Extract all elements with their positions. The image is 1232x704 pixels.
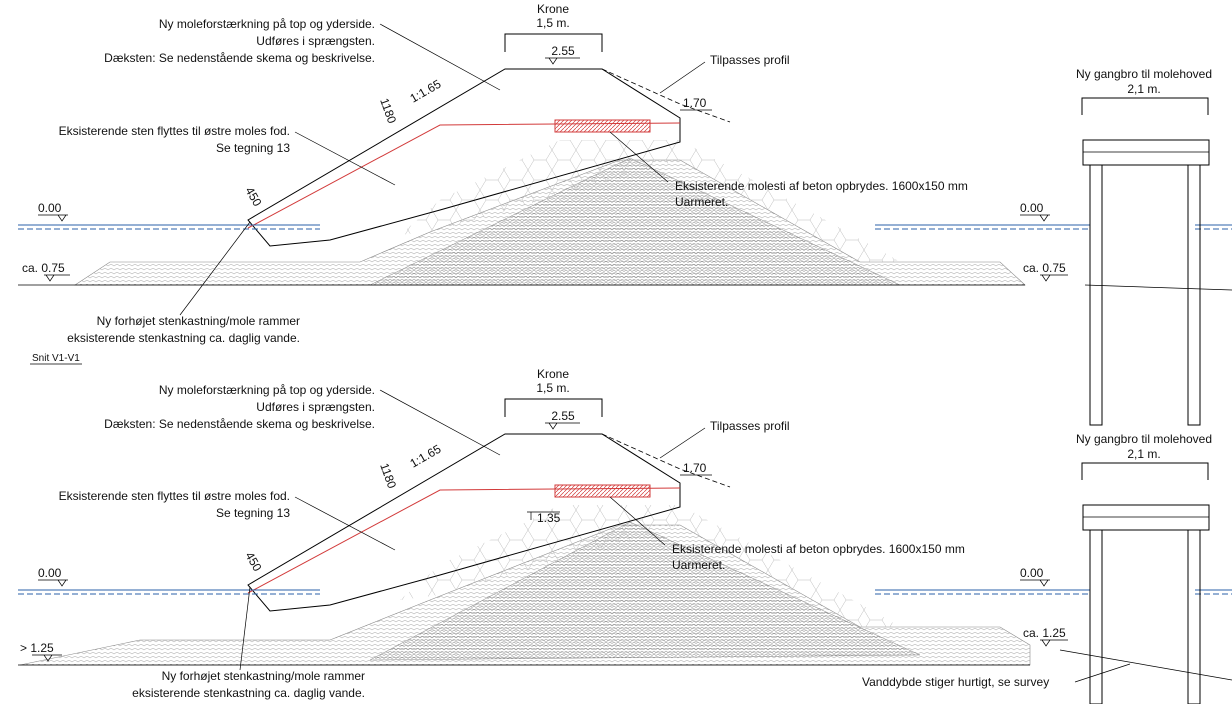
note-molesti-2-1: Eksisterende molesti af beton opbrydes. …	[672, 542, 965, 556]
note-reinforcement-2: Udføres i sprængsten.	[256, 34, 375, 48]
new-armour-stones	[247, 68, 681, 247]
note-new-revetment-1: Ny forhøjet stenkastning/mole rammer	[97, 314, 300, 328]
crest-width-2: 1,5 m.	[536, 381, 569, 395]
bridge-title-2: Ny gangbro til molehoved	[1076, 432, 1212, 446]
bridge-width-2: 2,1 m.	[1127, 447, 1160, 461]
level-right: 1.70	[683, 96, 707, 110]
note-reinforcement-2-3: Dæksten: Se nedenstående skema og beskri…	[104, 417, 375, 431]
slope-label: 1:1.65	[408, 77, 444, 106]
leader-move-stones	[294, 131, 396, 186]
leader-adjust	[659, 61, 706, 94]
note-move-stones-2-2: Se tegning 13	[216, 506, 290, 520]
bridge-dimension-1	[1081, 97, 1209, 115]
leader-reinforcement-2	[379, 389, 501, 456]
level-right-2: 1.70	[683, 461, 707, 475]
crest-width: 1,5 m.	[536, 16, 569, 30]
crest-dimension	[504, 33, 603, 52]
bridge-pile-left-1	[1089, 164, 1103, 426]
bridge-pile-right-1	[1187, 164, 1201, 426]
crest-dimension-2	[504, 398, 603, 417]
water-left: 0.00	[38, 201, 62, 215]
leader-molesti	[609, 131, 669, 183]
new-armour-stones-2	[247, 433, 681, 612]
seabed-right-marker-2	[1040, 639, 1068, 647]
molesti-hatch	[554, 119, 651, 133]
level-under-2: 1.35	[537, 511, 561, 525]
seabed-left-marker-2	[32, 654, 62, 662]
bridge-deck-1	[1082, 139, 1210, 166]
dim-1180: 1180	[377, 96, 399, 125]
note-reinforcement-2-1: Ny moleforstærkning på top og yderside.	[159, 383, 375, 397]
note-adjust-2: Tilpasses profil	[710, 419, 790, 433]
section-2: Krone 1,5 m. 2.55 Ny moleforstærkning på…	[18, 367, 1232, 704]
section-1: Krone 1,5 m. 2.55 Ny moleforstærkning på…	[18, 2, 1232, 426]
seabed-left-marker	[44, 274, 70, 282]
leader-new-revetment-2	[239, 586, 251, 671]
molesti-hatch-2	[554, 484, 651, 498]
leader-move-stones-2	[294, 496, 396, 551]
note-reinforcement-1: Ny moleforstærkning på top og yderside.	[159, 17, 375, 31]
leader-new-revetment	[179, 221, 251, 316]
leader-molesti-2	[609, 496, 666, 546]
note-move-stones-2-1: Eksisterende sten flyttes til østre mole…	[59, 489, 290, 503]
dim-450-2: 450	[242, 550, 264, 575]
crest-title-2: Krone	[537, 367, 569, 381]
existing-armour-fill-2	[400, 505, 900, 627]
section-label: Snit V1-V1	[32, 353, 80, 364]
adjust-profile-line	[601, 68, 731, 123]
seabed-line-right	[1084, 284, 1232, 291]
bridge-deck-2	[1082, 504, 1210, 531]
water-right-2: 0.00	[1020, 566, 1044, 580]
note-molesti-1: Eksisterende molesti af beton opbrydes. …	[675, 179, 968, 193]
water-right-marker	[1020, 214, 1050, 222]
existing-core-fill-2	[369, 521, 921, 661]
top-level: 2.55	[551, 44, 575, 58]
note-new-revetment-2-1: Ny forhøjet stenkastning/mole rammer	[162, 669, 365, 683]
note-move-stones-1: Eksisterende sten flyttes til østre mole…	[59, 124, 290, 138]
note-new-revetment-2: eksisterende stenkastning ca. daglig van…	[67, 331, 300, 345]
top-level-2: 2.55	[551, 409, 575, 423]
bridge-dimension-2	[1081, 462, 1209, 480]
water-right: 0.00	[1020, 201, 1044, 215]
seabed-right-marker	[1040, 274, 1068, 282]
bridge-pile-right-2	[1187, 529, 1201, 704]
note-reinforcement-3: Dæksten: Se nedenstående skema og beskri…	[104, 51, 375, 65]
level-under-marker-2	[527, 511, 560, 520]
water-left-2: 0.00	[38, 566, 62, 580]
bridge-width-1: 2,1 m.	[1127, 82, 1160, 96]
water-right-marker-2	[1020, 579, 1050, 587]
top-level-marker	[545, 57, 580, 65]
water-left-marker-2	[38, 579, 68, 587]
adjust-profile-line-2	[601, 433, 731, 488]
dim-1180-2: 1180	[377, 461, 399, 490]
note-molesti-2-2: Uarmeret.	[672, 558, 725, 572]
leader-adjust-2	[659, 427, 706, 459]
seabed-left-2: > 1.25	[20, 641, 54, 655]
bridge-title-1: Ny gangbro til molehoved	[1076, 67, 1212, 81]
seabed-right: ca. 0.75	[1023, 261, 1066, 275]
crest-title: Krone	[537, 2, 569, 16]
seabed-line-right-2	[1059, 649, 1232, 681]
seabed-left: ca. 0.75	[22, 261, 65, 275]
slope-label-2: 1:1.65	[408, 442, 444, 471]
bridge-pile-left-2	[1089, 529, 1103, 704]
seabed-right-2: ca. 1.25	[1023, 626, 1066, 640]
note-reinforcement-2-2: Udføres i sprængsten.	[256, 400, 375, 414]
note-molesti-2: Uarmeret.	[675, 195, 728, 209]
note-new-revetment-2-2: eksisterende stenkastning ca. daglig van…	[132, 686, 365, 700]
leader-reinforcement	[379, 23, 501, 91]
water-left-marker	[38, 214, 68, 222]
note-adjust: Tilpasses profil	[710, 53, 790, 67]
note-move-stones-2: Se tegning 13	[216, 141, 290, 155]
note-depth: Vanddybde stiger hurtigt, se survey	[862, 675, 1049, 689]
dim-450: 450	[242, 185, 264, 210]
existing-armour-fill	[400, 140, 900, 262]
top-level-marker-2	[545, 422, 580, 430]
